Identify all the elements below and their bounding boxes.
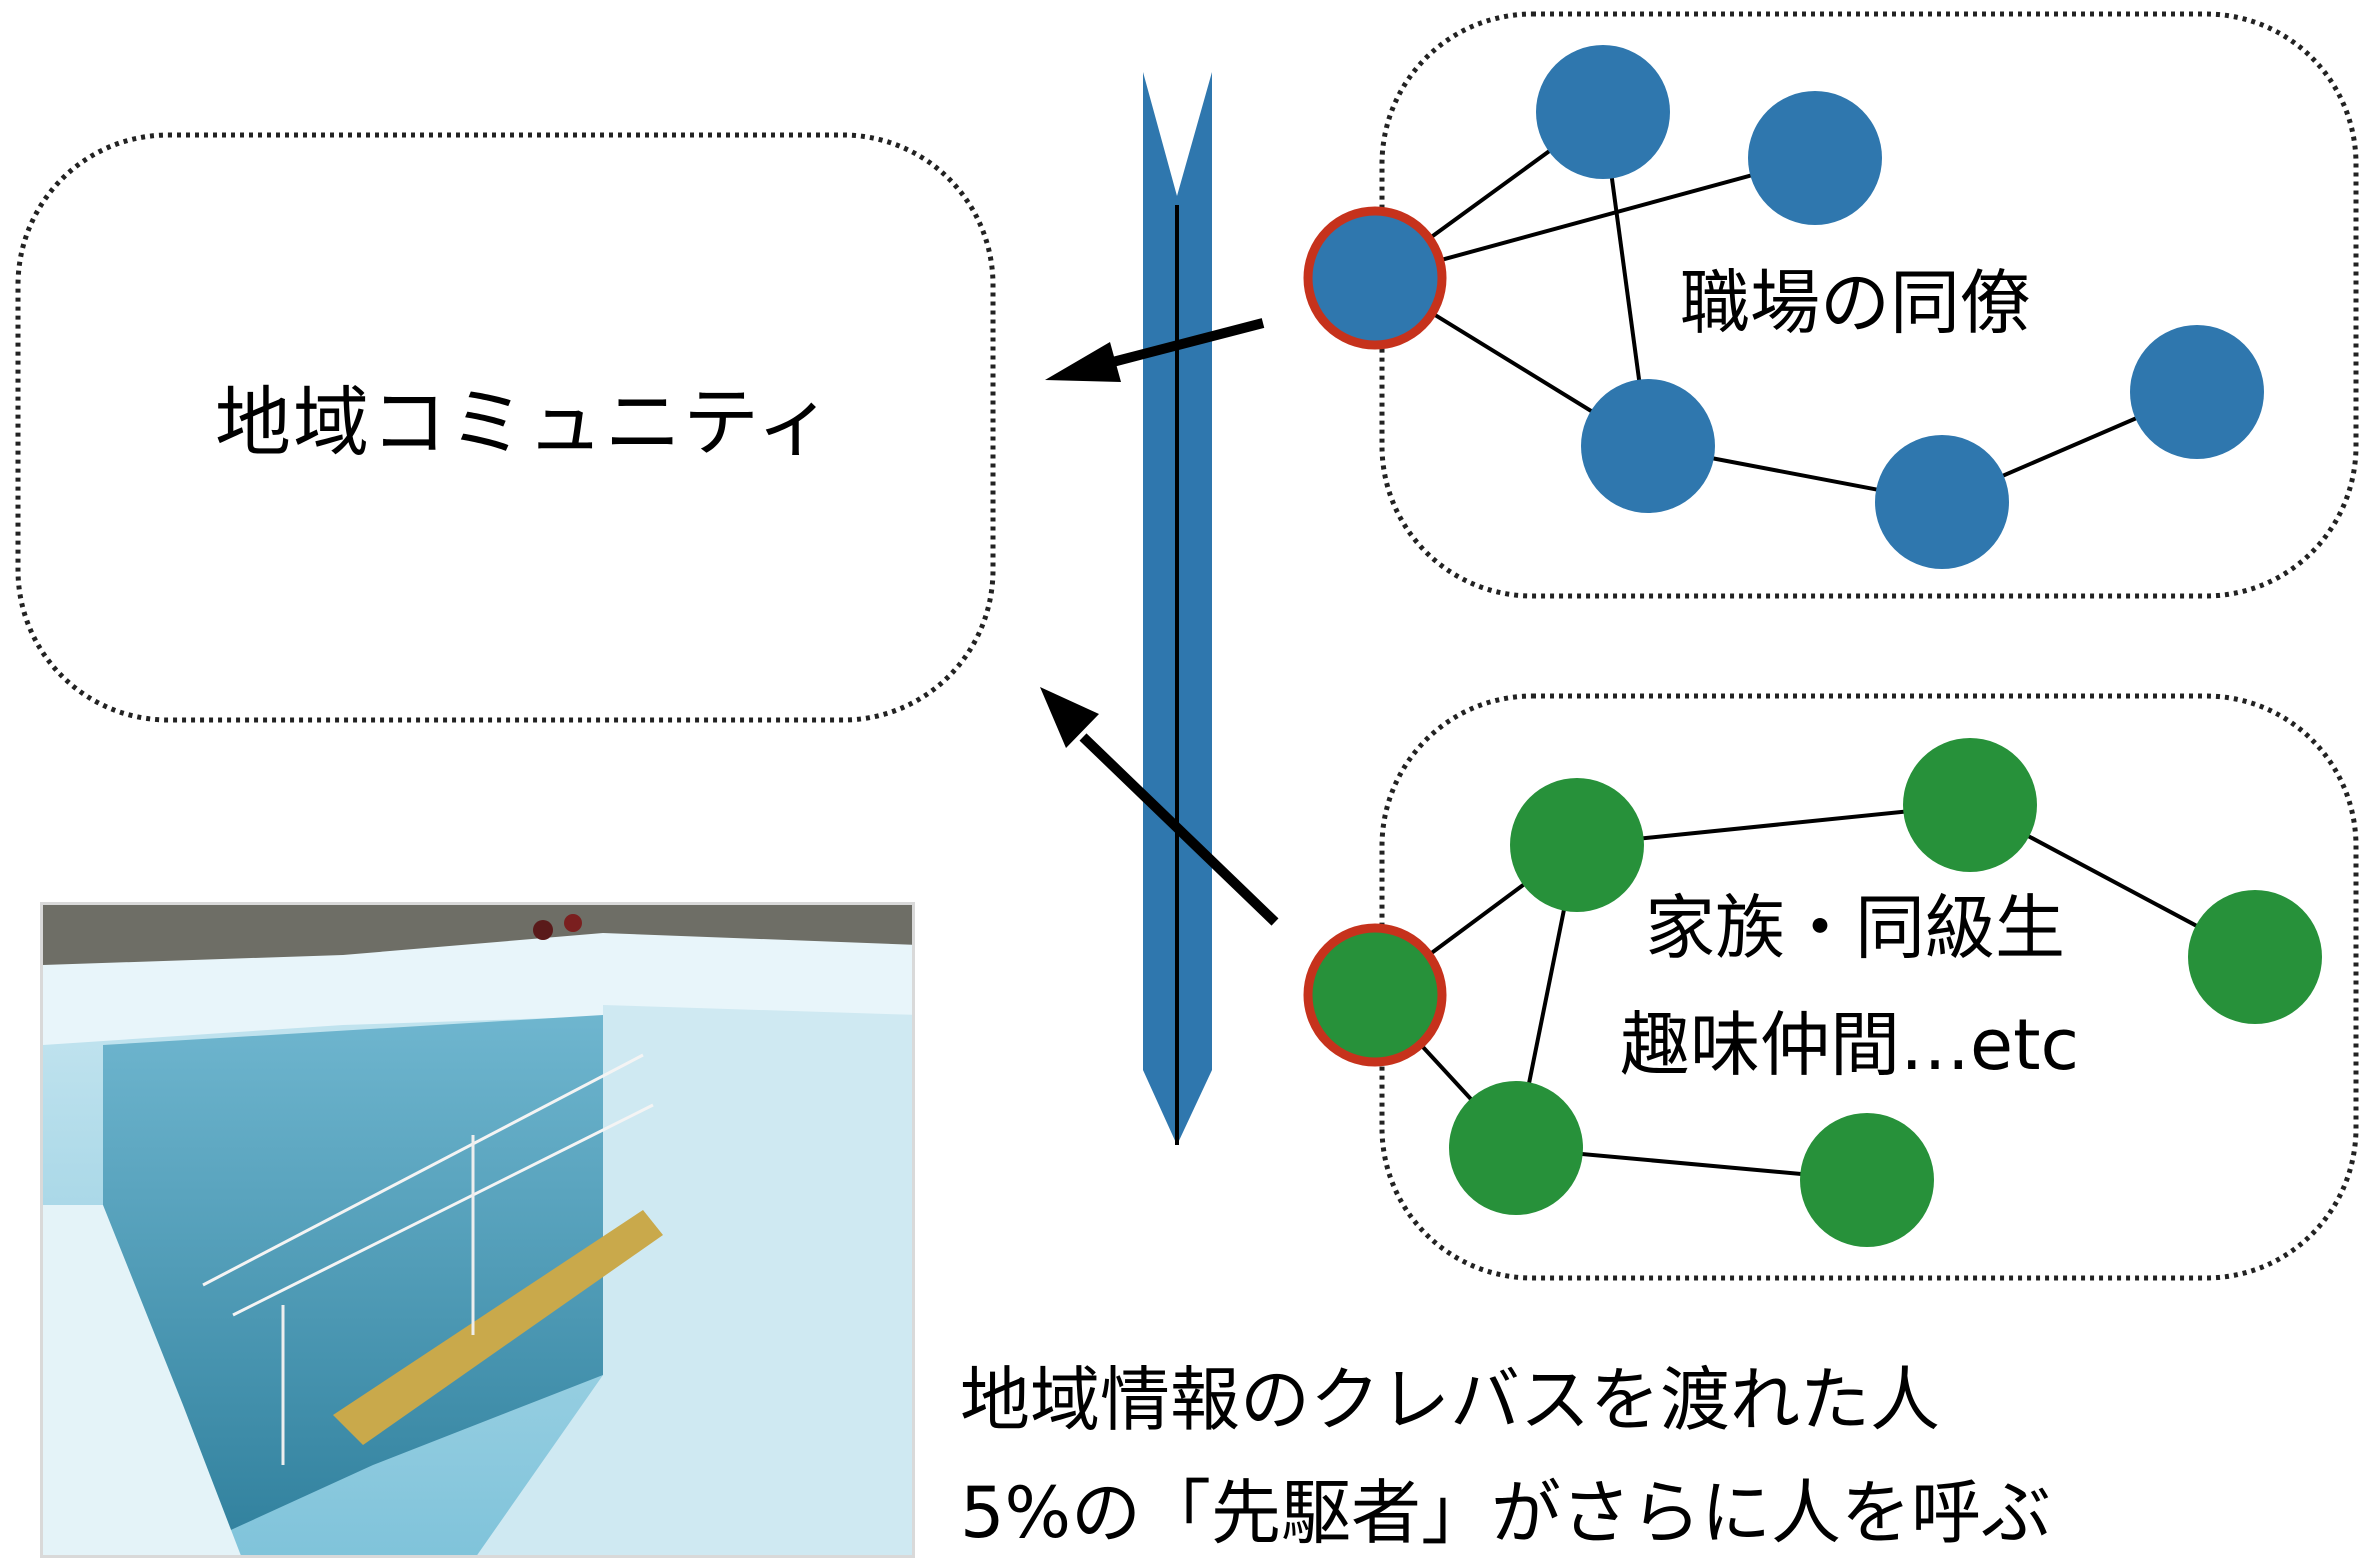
family-label-line2: 趣味仲間…etc (1620, 1004, 2079, 1086)
coworker-node (1536, 45, 1670, 179)
coworker-node (1748, 91, 1882, 225)
family-node (1903, 738, 2037, 872)
coworker-node (1875, 435, 2009, 569)
family-node (1449, 1081, 1583, 1215)
coworker-bridge-node (1303, 206, 1447, 350)
family-node (1800, 1113, 1934, 1247)
coworker-node (2130, 325, 2264, 459)
coworker-nodes (1536, 45, 2264, 569)
arrow-coworkers-to-community (1045, 318, 1265, 382)
family-node (1510, 778, 1644, 912)
family-label-line1: 家族・同級生 (1645, 887, 2065, 969)
family-nodes (1449, 738, 2322, 1247)
coworker-node (1581, 379, 1715, 513)
community-label: 地域コミュニティ (215, 378, 835, 467)
coworkers-label: 職場の同僚 (1680, 262, 2030, 344)
crevasse-photo (40, 902, 915, 1558)
community-box (15, 132, 996, 723)
caption-line1: 地域情報のクレバスを渡れた人 (960, 1359, 1940, 1441)
arrow-family-to-community (1040, 687, 1279, 926)
caption-line2: 5%の「先駆者」がさらに人を呼ぶ (960, 1472, 2052, 1554)
family-bridge-node (1303, 923, 1447, 1067)
family-node (2188, 890, 2322, 1024)
